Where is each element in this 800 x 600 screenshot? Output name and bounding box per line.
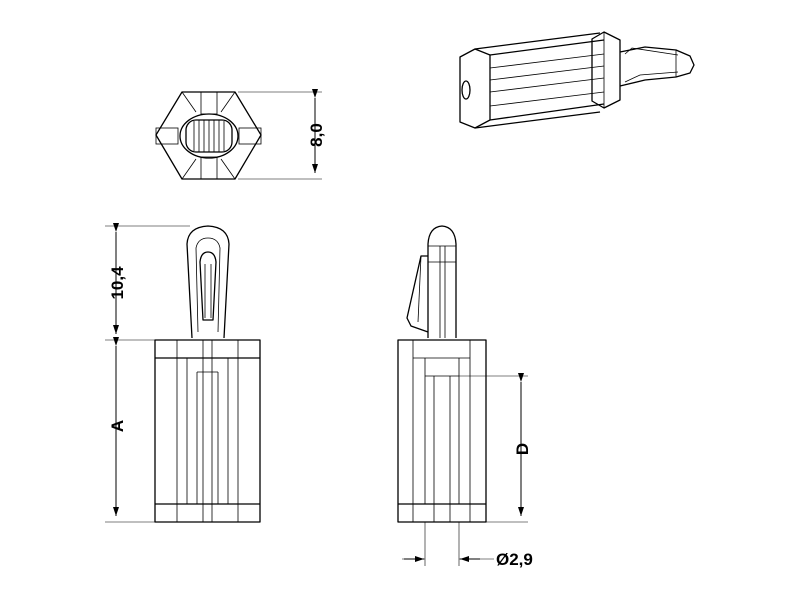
dim-width-across-flats: 8,0 bbox=[307, 123, 326, 147]
dim-depth: D bbox=[513, 443, 532, 455]
front-view bbox=[105, 223, 261, 523]
side-view bbox=[397, 225, 528, 566]
dim-body-height: A bbox=[108, 420, 127, 432]
dim-pin-height: 10,4 bbox=[108, 266, 127, 300]
isometric-view bbox=[459, 31, 695, 129]
dim-hole-diameter: Ø2,9 bbox=[496, 550, 533, 569]
top-view bbox=[155, 89, 322, 180]
